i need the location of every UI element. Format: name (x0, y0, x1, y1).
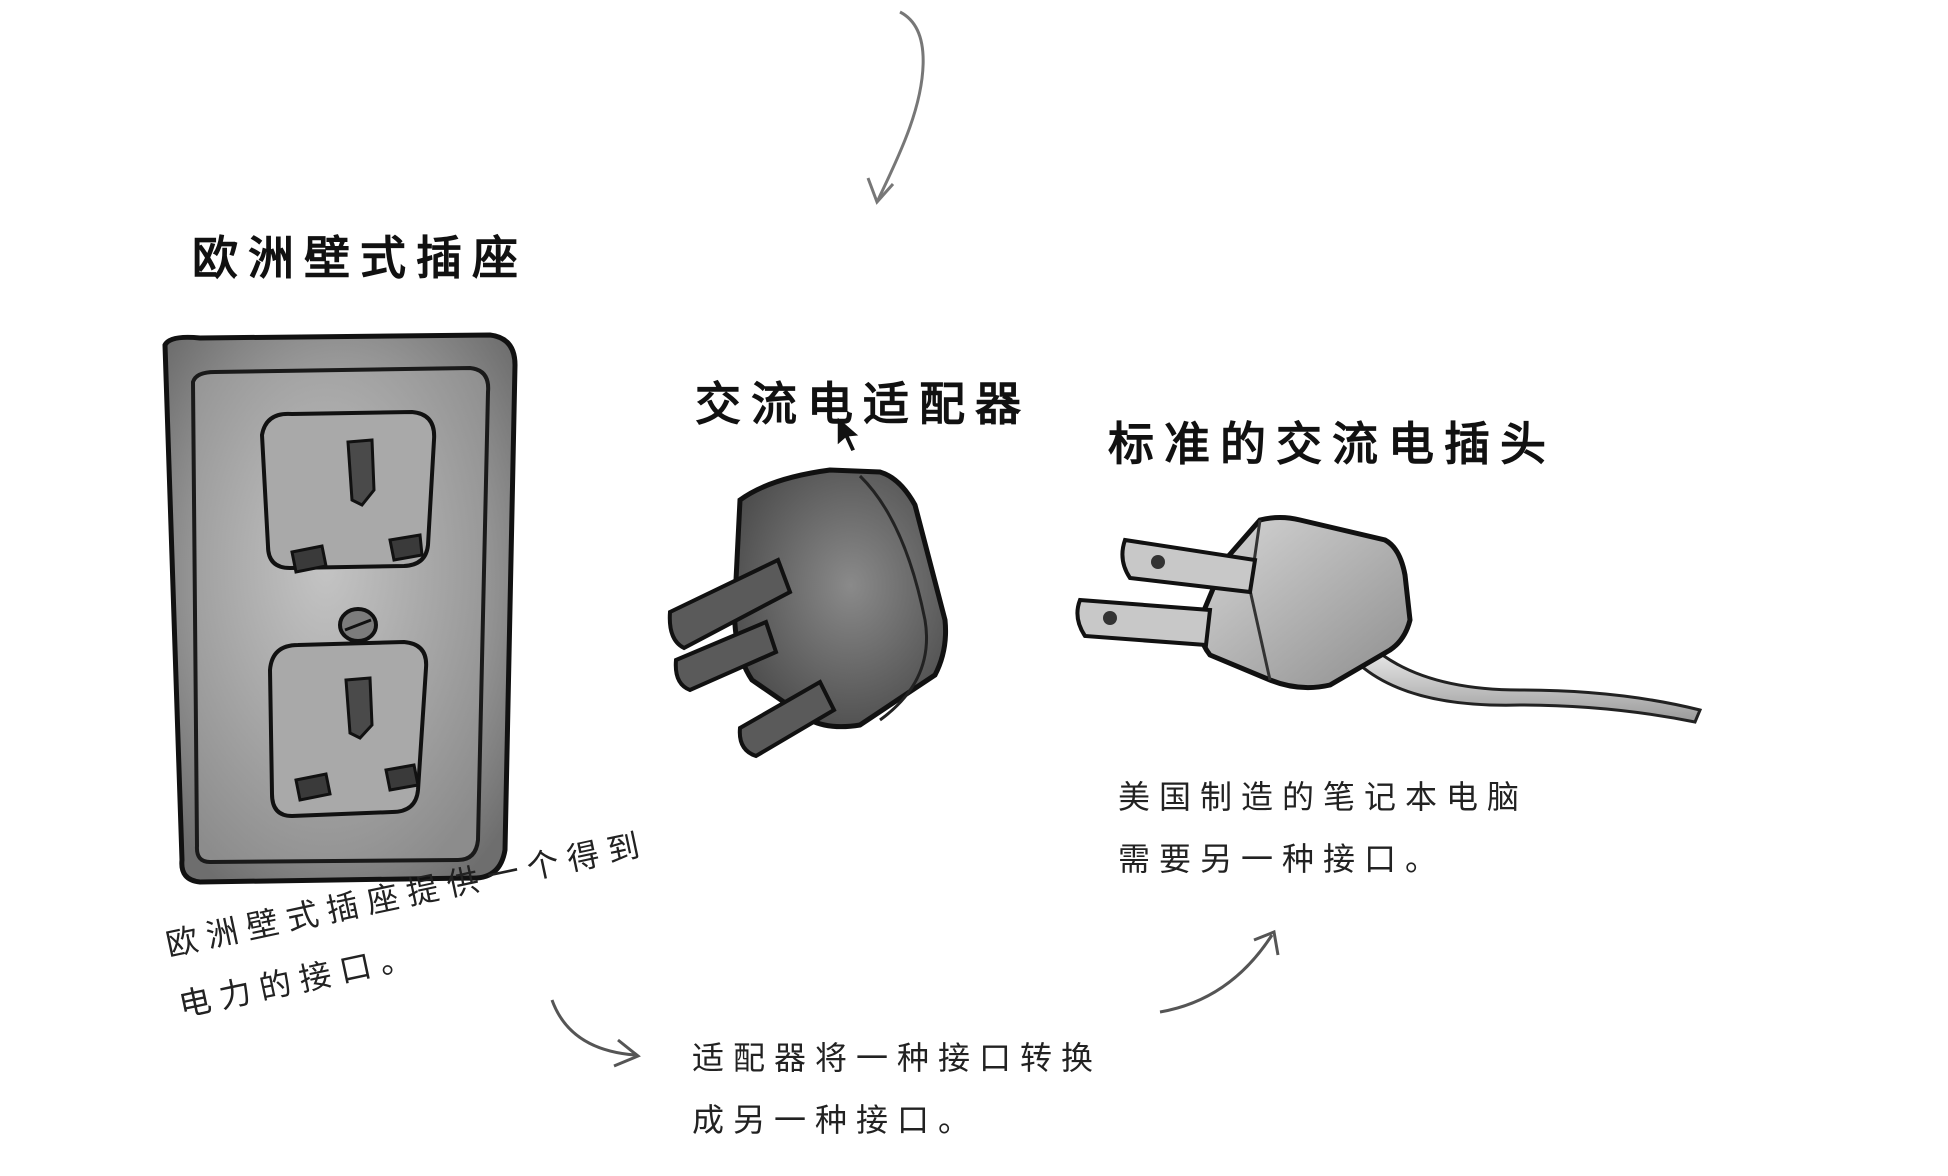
mouse-cursor-icon (836, 414, 862, 453)
outlet-note-arrow (550, 999, 641, 1068)
adapter-note-line-1: 适配器将一种接口转换 (692, 1039, 1103, 1077)
plug-note: 美国制造的笔记本电脑 需要另一种接口。 (1118, 766, 1528, 890)
plug-note-arrow (1159, 929, 1280, 1014)
wall-outlet-illustration (162, 332, 518, 885)
adapter-note-line-2: 成另一种接口。 (692, 1101, 980, 1139)
wall-outlet-title: 欧洲壁式插座 (192, 231, 528, 285)
plug-note-line-1: 美国制造的笔记本电脑 (1118, 778, 1529, 816)
adapter-illustration (667, 467, 948, 759)
us-plug-illustration (1075, 515, 1703, 724)
top-curved-arrow (866, 10, 925, 205)
bottom-paragraph: 从上描适配器的作用，它位于美式插头和欧式插座的中间，它的工作是将欧式插 (20, 1164, 1630, 1176)
adapter-note: 适配器将一种接口转换 成另一种接口。 (692, 1027, 1102, 1151)
plug-note-line-2: 需要另一种接口。 (1118, 840, 1447, 878)
bottom-paragraph-clip: 从上描适配器的作用，它位于美式插头和欧式插座的中间，它的工作是将欧式插 (0, 1160, 1948, 1176)
plug-title: 标准的交流电插头 (1108, 417, 1556, 471)
adapter-title: 交流电适配器 (695, 377, 1031, 431)
